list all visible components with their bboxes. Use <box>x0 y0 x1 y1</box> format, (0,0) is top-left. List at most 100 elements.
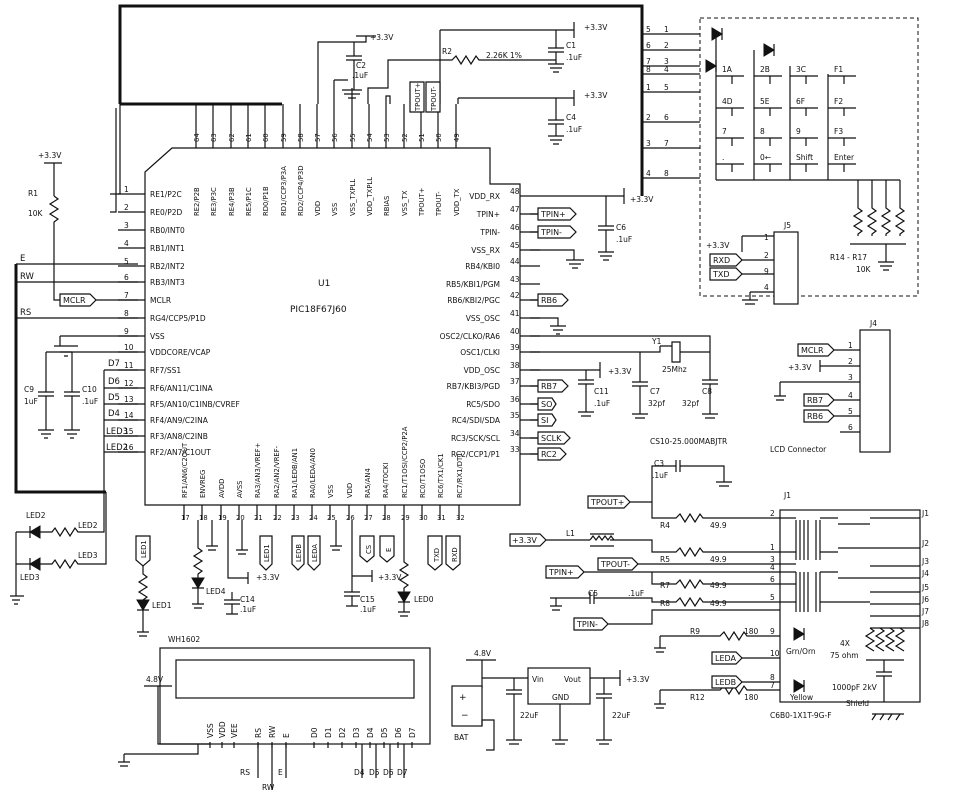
net-d5: D5 <box>108 393 120 403</box>
tag-e: E <box>385 548 393 552</box>
j1-ref: J1 <box>783 491 791 500</box>
c14-ref: C14 <box>240 595 255 604</box>
c6-ref: C6 <box>616 223 626 232</box>
tag-ledb: LEDB <box>295 544 303 562</box>
u1-left-pin-num: 2 <box>124 203 129 212</box>
j1-75ohm: 75 ohm <box>830 651 859 660</box>
tag-rb7b: RB7 <box>807 396 823 405</box>
j1-pin-num: 2 <box>770 509 775 518</box>
tag-tpin-p: TPIN+ <box>540 210 566 219</box>
j5-tags <box>709 253 743 281</box>
u1-bottom-pin-num: 17 <box>181 514 190 522</box>
tag-txd: TXD <box>433 548 441 563</box>
j4-p5: 5 <box>848 407 853 416</box>
regulator-wires <box>552 670 621 745</box>
r9-ref: R9 <box>690 627 700 636</box>
u1-bottom-pin-name: RA5/AN4 <box>364 468 372 498</box>
u1-bottom-pin-name: RA1/LEDB/AN1 <box>291 448 299 498</box>
u1-left-pin-num: 12 <box>124 379 134 388</box>
r7-ref: R7 <box>660 581 670 590</box>
u1-bottom-pin-num: 20 <box>236 514 245 522</box>
led1-gnd <box>137 609 149 637</box>
j1-pin-num: 9 <box>770 627 775 636</box>
u1-right-pin-num: 40 <box>510 327 520 336</box>
r14-r17-pullups <box>850 180 906 271</box>
reg-vout: Vout <box>564 675 581 684</box>
c2-val: .1uF <box>352 71 368 80</box>
lcd-pin-label: VEE <box>230 723 239 738</box>
u1-bottom-pin-name: RA3/AN3/VREF+ <box>254 443 262 498</box>
bat-wire <box>466 659 528 688</box>
c1-ref: C1 <box>566 41 576 50</box>
u1-bottom-pin-num: 23 <box>291 514 300 522</box>
tag-rxd2: RXD <box>713 256 730 265</box>
keypad-key-switch <box>828 75 856 84</box>
c9-c10-caps <box>38 391 80 430</box>
keypad-key-switch <box>790 137 818 146</box>
j1-pin-num: 4 <box>770 563 775 572</box>
u1-right-pin-num: 46 <box>510 223 520 232</box>
u1-top-pin-num: 60 <box>262 133 270 142</box>
keypad-conn-num: 7 <box>664 139 669 148</box>
j1-pin-label: J6 <box>921 595 929 604</box>
bat-ref: BAT <box>454 733 469 742</box>
u1-top-pin-name: RE5/P1C <box>245 187 253 216</box>
c9-val: 1uF <box>24 397 38 406</box>
led1-diode <box>136 599 150 611</box>
u1-top-pin-num: 58 <box>297 133 305 142</box>
r2-val: 2.26K 1% <box>486 51 522 60</box>
regulator-body <box>527 667 591 705</box>
l1-supply: +3.3V <box>512 536 537 545</box>
tag-tpin-n: TPIN- <box>540 228 562 237</box>
avdd-wires <box>206 520 249 615</box>
u1-bottom-pin-name: AVDD <box>218 479 226 498</box>
net-led3: LED3 <box>106 427 128 437</box>
lcd-rs: RS <box>240 768 250 777</box>
spi-wires <box>530 385 538 455</box>
lcd-pin-label: D0 <box>310 727 319 738</box>
keypad-key-switch <box>754 137 782 146</box>
led2-ref: LED2 <box>26 511 46 520</box>
lcd-screen <box>175 659 415 699</box>
u1-top-pin-name: VSS_TXPLL <box>349 179 357 216</box>
led1-ref: LED1 <box>152 601 172 610</box>
c1-val: .1uF <box>566 53 582 62</box>
c7-val: 32pf <box>648 399 665 408</box>
j5-ref: J5 <box>783 221 791 230</box>
j1-termination <box>864 627 906 702</box>
led23-gnd <box>10 531 30 605</box>
u1-bottom-pin-name: RC1/T1OSI/CCP2/P2A <box>401 426 409 498</box>
u1-bottom-pin-name: RA4/T0CKI <box>382 463 390 498</box>
u1-bottom-pin-name: RC0/T1OSO <box>419 459 427 498</box>
bat-body <box>451 685 483 727</box>
u1-left-pin-name: RF7/SS1 <box>150 366 181 375</box>
j4-caption: LCD Connector <box>770 445 827 454</box>
u1-right-pin-name: RB5/KBI1/PGM <box>446 280 500 289</box>
u1-left-pin-name: RG4/CCP5/P1D <box>150 314 206 323</box>
lcd-pin-label: D6 <box>394 727 403 738</box>
u1-right-pin-name: RC3/SCK/SCL <box>451 434 501 443</box>
c2-supply: +3.3V <box>370 33 394 42</box>
u1-left-pin-num: 5 <box>124 257 129 266</box>
c4-ref: C4 <box>566 113 576 122</box>
net-rw: RW <box>20 272 35 282</box>
j4-body <box>859 329 891 453</box>
keypad-key-switch <box>716 75 744 84</box>
r12-ref: R12 <box>690 693 705 702</box>
u1-top-pin-num: 51 <box>418 133 426 142</box>
net-e: E <box>20 254 25 264</box>
u1-right-pin-name: VSS_RX <box>471 246 500 255</box>
r8-ref: R8 <box>660 599 670 608</box>
lcd-pin-label: E <box>282 733 291 738</box>
net-d4: D4 <box>108 409 120 419</box>
r7-val: 49.9 <box>710 581 727 590</box>
c6-val: .1uF <box>616 235 632 244</box>
osc-wires <box>530 335 711 382</box>
c22a-val: 22uF <box>520 711 539 720</box>
c15-supply: +3.3V <box>378 573 402 582</box>
j5-p9: 9 <box>764 267 769 276</box>
bat-plus: + <box>459 693 467 703</box>
keypad-key-label: . <box>722 153 724 162</box>
